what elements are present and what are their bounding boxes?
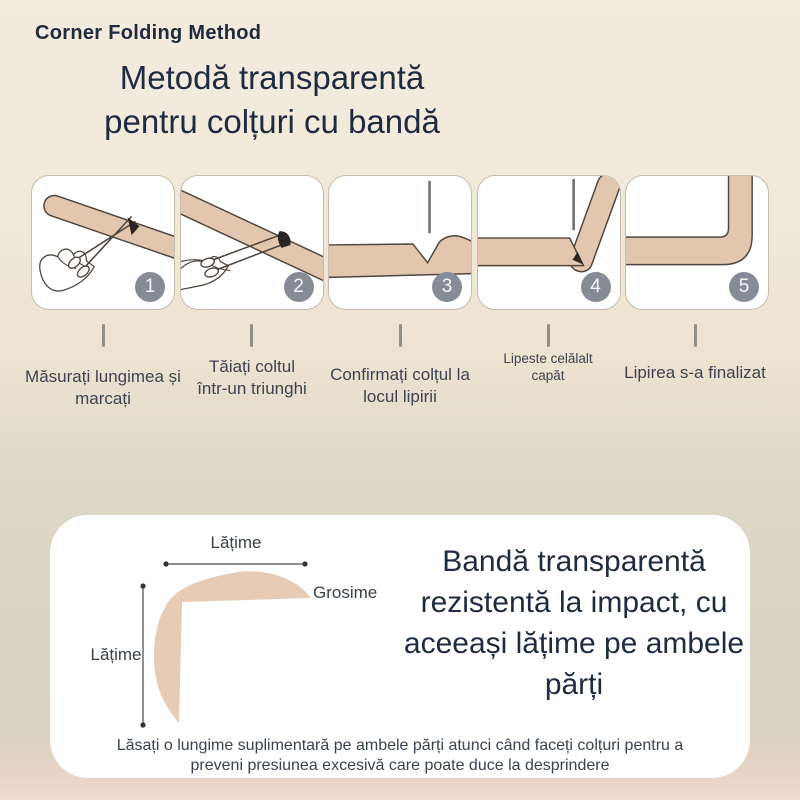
step-panel-2: 2 — [179, 175, 324, 310]
step-caption-2: Tăiați coltul într-un triunghi — [197, 357, 307, 398]
connector-tick — [693, 324, 697, 347]
connector-tick — [546, 324, 550, 347]
step-number-badge: 2 — [283, 272, 314, 302]
corner-profile-diagram — [140, 561, 311, 728]
connector-tick — [250, 324, 253, 347]
step-panel-3: 3 — [328, 175, 472, 310]
step-caption-5: Lipirea s-a finalizat — [624, 363, 766, 382]
strip-folding-up-icon — [477, 176, 620, 273]
step-caption-3: Confirmați colțul la locul lipirii — [330, 365, 470, 406]
step-number-badge: 4 — [580, 272, 611, 302]
width-label-left: Lățime — [90, 645, 142, 664]
step-caption-1: Măsurați lungimea și marcați — [25, 367, 181, 408]
step-caption-4: Lipeste celălalt capăt — [503, 351, 593, 383]
step-panel-5: 5 — [625, 175, 769, 310]
strip-notch-alignment-icon — [329, 180, 471, 279]
width-label-top: Lățime — [210, 533, 262, 552]
scissors-cutting-strip-icon — [39, 194, 174, 292]
step-number-badge: 1 — [135, 272, 165, 302]
card-note: Lăsați o lungime suplimentară pe ambele … — [116, 737, 684, 774]
connector-tick — [101, 324, 105, 347]
step-panel-1: 1 — [31, 175, 175, 310]
eyebrow-heading: Corner Folding Method — [35, 22, 262, 44]
step-panel-4: 4 — [476, 175, 621, 310]
scissors-cutting-triangle-notch-icon — [180, 187, 323, 291]
steps-row: 1 2 3 — [31, 175, 769, 310]
finished-corner-guard-icon — [626, 176, 753, 266]
connector-tick — [398, 324, 402, 347]
info-card: Lățime Lățime Grosime Bandă transparentă… — [50, 515, 750, 778]
thickness-label: Grosime — [313, 583, 378, 602]
step-number-badge: 3 — [432, 272, 462, 302]
step-number-badge: 5 — [729, 272, 759, 302]
page-title: Metodă transparentă pentru colțuri cu ba… — [104, 59, 440, 140]
card-headline: Bandă transparentă rezistentă la impact,… — [403, 545, 745, 701]
